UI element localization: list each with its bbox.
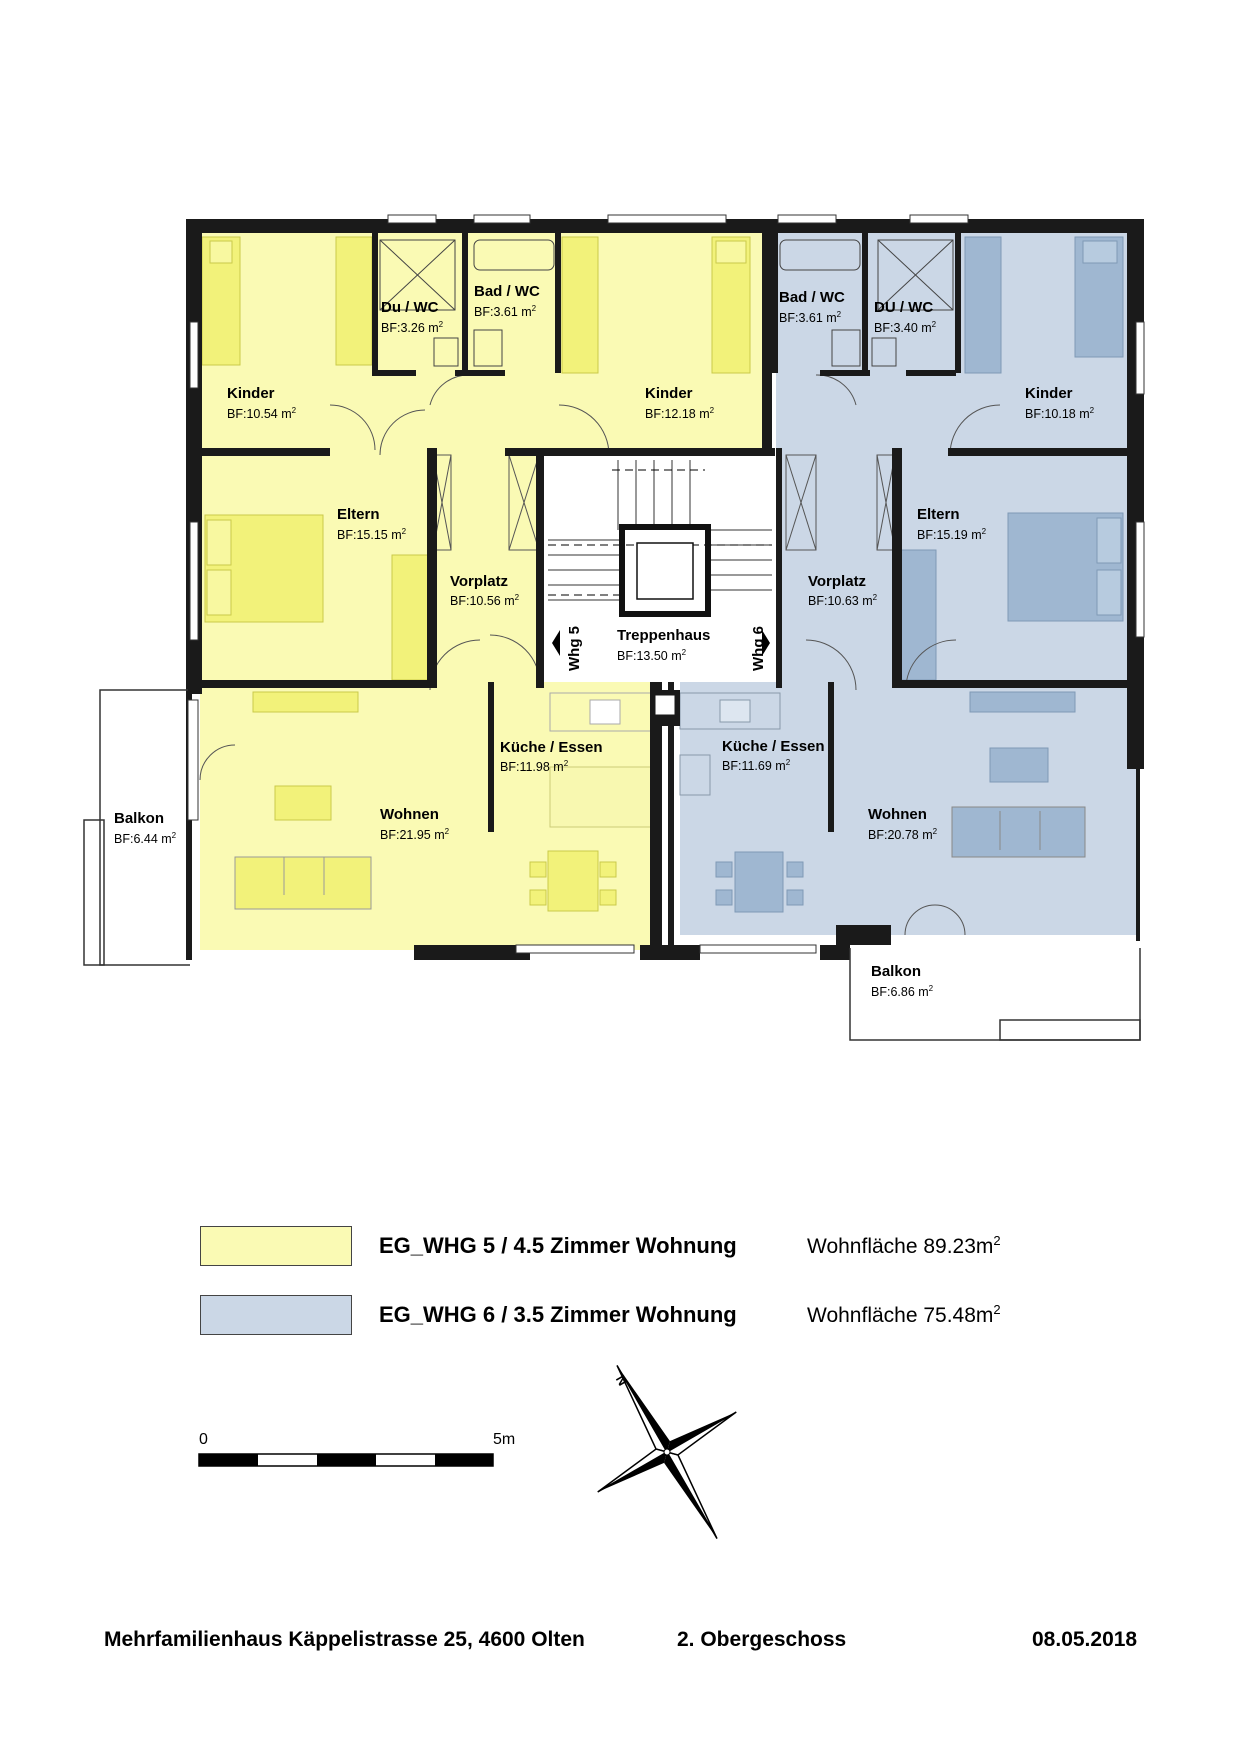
legend-label-whg6: EG_WHG 6 / 3.5 Zimmer Wohnung: [379, 1302, 737, 1327]
room-area-w5-vorplatz: BF:10.56 m2: [450, 593, 520, 608]
legend-area-whg5: Wohnfläche 89.23m2: [807, 1233, 1001, 1258]
room-name-treppenhaus: Treppenhaus: [617, 627, 710, 644]
room-area-w6-balkon: BF:6.86 m2: [871, 984, 934, 999]
room-area-w5-kueche: BF:11.98 m2: [500, 759, 569, 774]
room-name-w5-wohnen: Wohnen: [380, 806, 439, 823]
legend-swatch-whg6: [200, 1295, 352, 1335]
bathroom-fixtures: [379, 239, 954, 367]
room-area-treppenhaus: BF:13.50 m2: [617, 648, 687, 663]
footer-floor: 2. Obergeschoss: [677, 1628, 847, 1651]
stairwell: [540, 455, 780, 682]
room-name-w6-du: DU / WC: [874, 299, 933, 316]
room-name-w5-du: Du / WC: [381, 299, 439, 316]
room-area-w5-eltern: BF:15.15 m2: [337, 527, 407, 542]
room-name-w6-kinder: Kinder: [1025, 385, 1073, 402]
room-name-w6-balkon: Balkon: [871, 963, 921, 980]
room-area-w6-wohnen: BF:20.78 m2: [868, 827, 938, 842]
legend-label-whg5: EG_WHG 5 / 4.5 Zimmer Wohnung: [379, 1233, 737, 1258]
room-area-w5-bad: BF:3.61 m2: [474, 304, 537, 319]
fill-w5-corridor: [376, 373, 559, 455]
windows: [187, 214, 1145, 954]
room-area-w6-kueche: BF:11.69 m2: [722, 758, 791, 773]
footer-address: Mehrfamilienhaus Käppelistrasse 25, 4600…: [104, 1628, 585, 1651]
room-name-w6-vorplatz: Vorplatz: [808, 573, 866, 590]
fill-w6-vorplatz: [776, 455, 896, 685]
room-name-w5-eltern: Eltern: [337, 506, 380, 523]
scale-label-start: 0: [199, 1431, 208, 1448]
room-name-w5-balkon: Balkon: [114, 810, 164, 827]
room-name-w5-kueche: Küche / Essen: [500, 739, 603, 756]
room-name-w5-kinder2: Kinder: [645, 385, 693, 402]
room-area-w6-du: BF:3.40 m2: [874, 320, 937, 335]
furniture-apartment-6: [679, 236, 1124, 913]
compass-icon: N: [597, 1365, 737, 1539]
room-name-w6-eltern: Eltern: [917, 506, 960, 523]
lift-cabin: [636, 542, 694, 600]
footer-date: 08.05.2018: [1032, 1628, 1138, 1651]
fill-w6-du: [866, 233, 959, 373]
scale-label-end: 5m: [493, 1431, 516, 1448]
room-area-w5-kinder1: BF:10.54 m2: [227, 406, 297, 421]
room-name-w6-wohnen: Wohnen: [868, 806, 927, 823]
fill-w6-bad: [776, 233, 866, 373]
fill-w5-bad: [466, 233, 559, 373]
fill-w5-du: [376, 233, 466, 373]
fill-w5-vorplatz: [430, 455, 540, 685]
room-name-w5-kinder1: Kinder: [227, 385, 275, 402]
furniture-apartment-5: [201, 236, 751, 912]
room-area-w5-du: BF:3.26 m2: [381, 320, 444, 335]
room-name-w6-kueche: Küche / Essen: [722, 738, 825, 755]
legend-area-whg6: Wohnfläche 75.48m2: [807, 1302, 1001, 1327]
room-area-w6-kinder: BF:10.18 m2: [1025, 406, 1095, 421]
lift-shaft: [619, 524, 711, 617]
room-name-w6-bad: Bad / WC: [779, 289, 845, 306]
room-area-w5-wohnen: BF:21.95 m2: [380, 827, 450, 842]
room-area-w6-eltern: BF:15.19 m2: [917, 527, 987, 542]
room-name-w5-vorplatz: Vorplatz: [450, 573, 508, 590]
legend-swatch-whg5: [200, 1226, 352, 1266]
room-area-w5-balkon: BF:6.44 m2: [114, 831, 177, 846]
room-area-w6-bad: BF:3.61 m2: [779, 310, 842, 325]
room-area-w5-kinder2: BF:12.18 m2: [645, 406, 715, 421]
entrance-label-whg6: Whg 6: [750, 626, 767, 671]
entrance-label-whg5: Whg 5: [566, 626, 583, 671]
scale-bar: [198, 1453, 494, 1467]
room-area-w6-vorplatz: BF:10.63 m2: [808, 593, 878, 608]
fill-w6-corridor: [776, 373, 959, 455]
balconies: [83, 689, 1141, 1041]
room-name-w5-bad: Bad / WC: [474, 283, 540, 300]
chimney: [655, 695, 675, 715]
